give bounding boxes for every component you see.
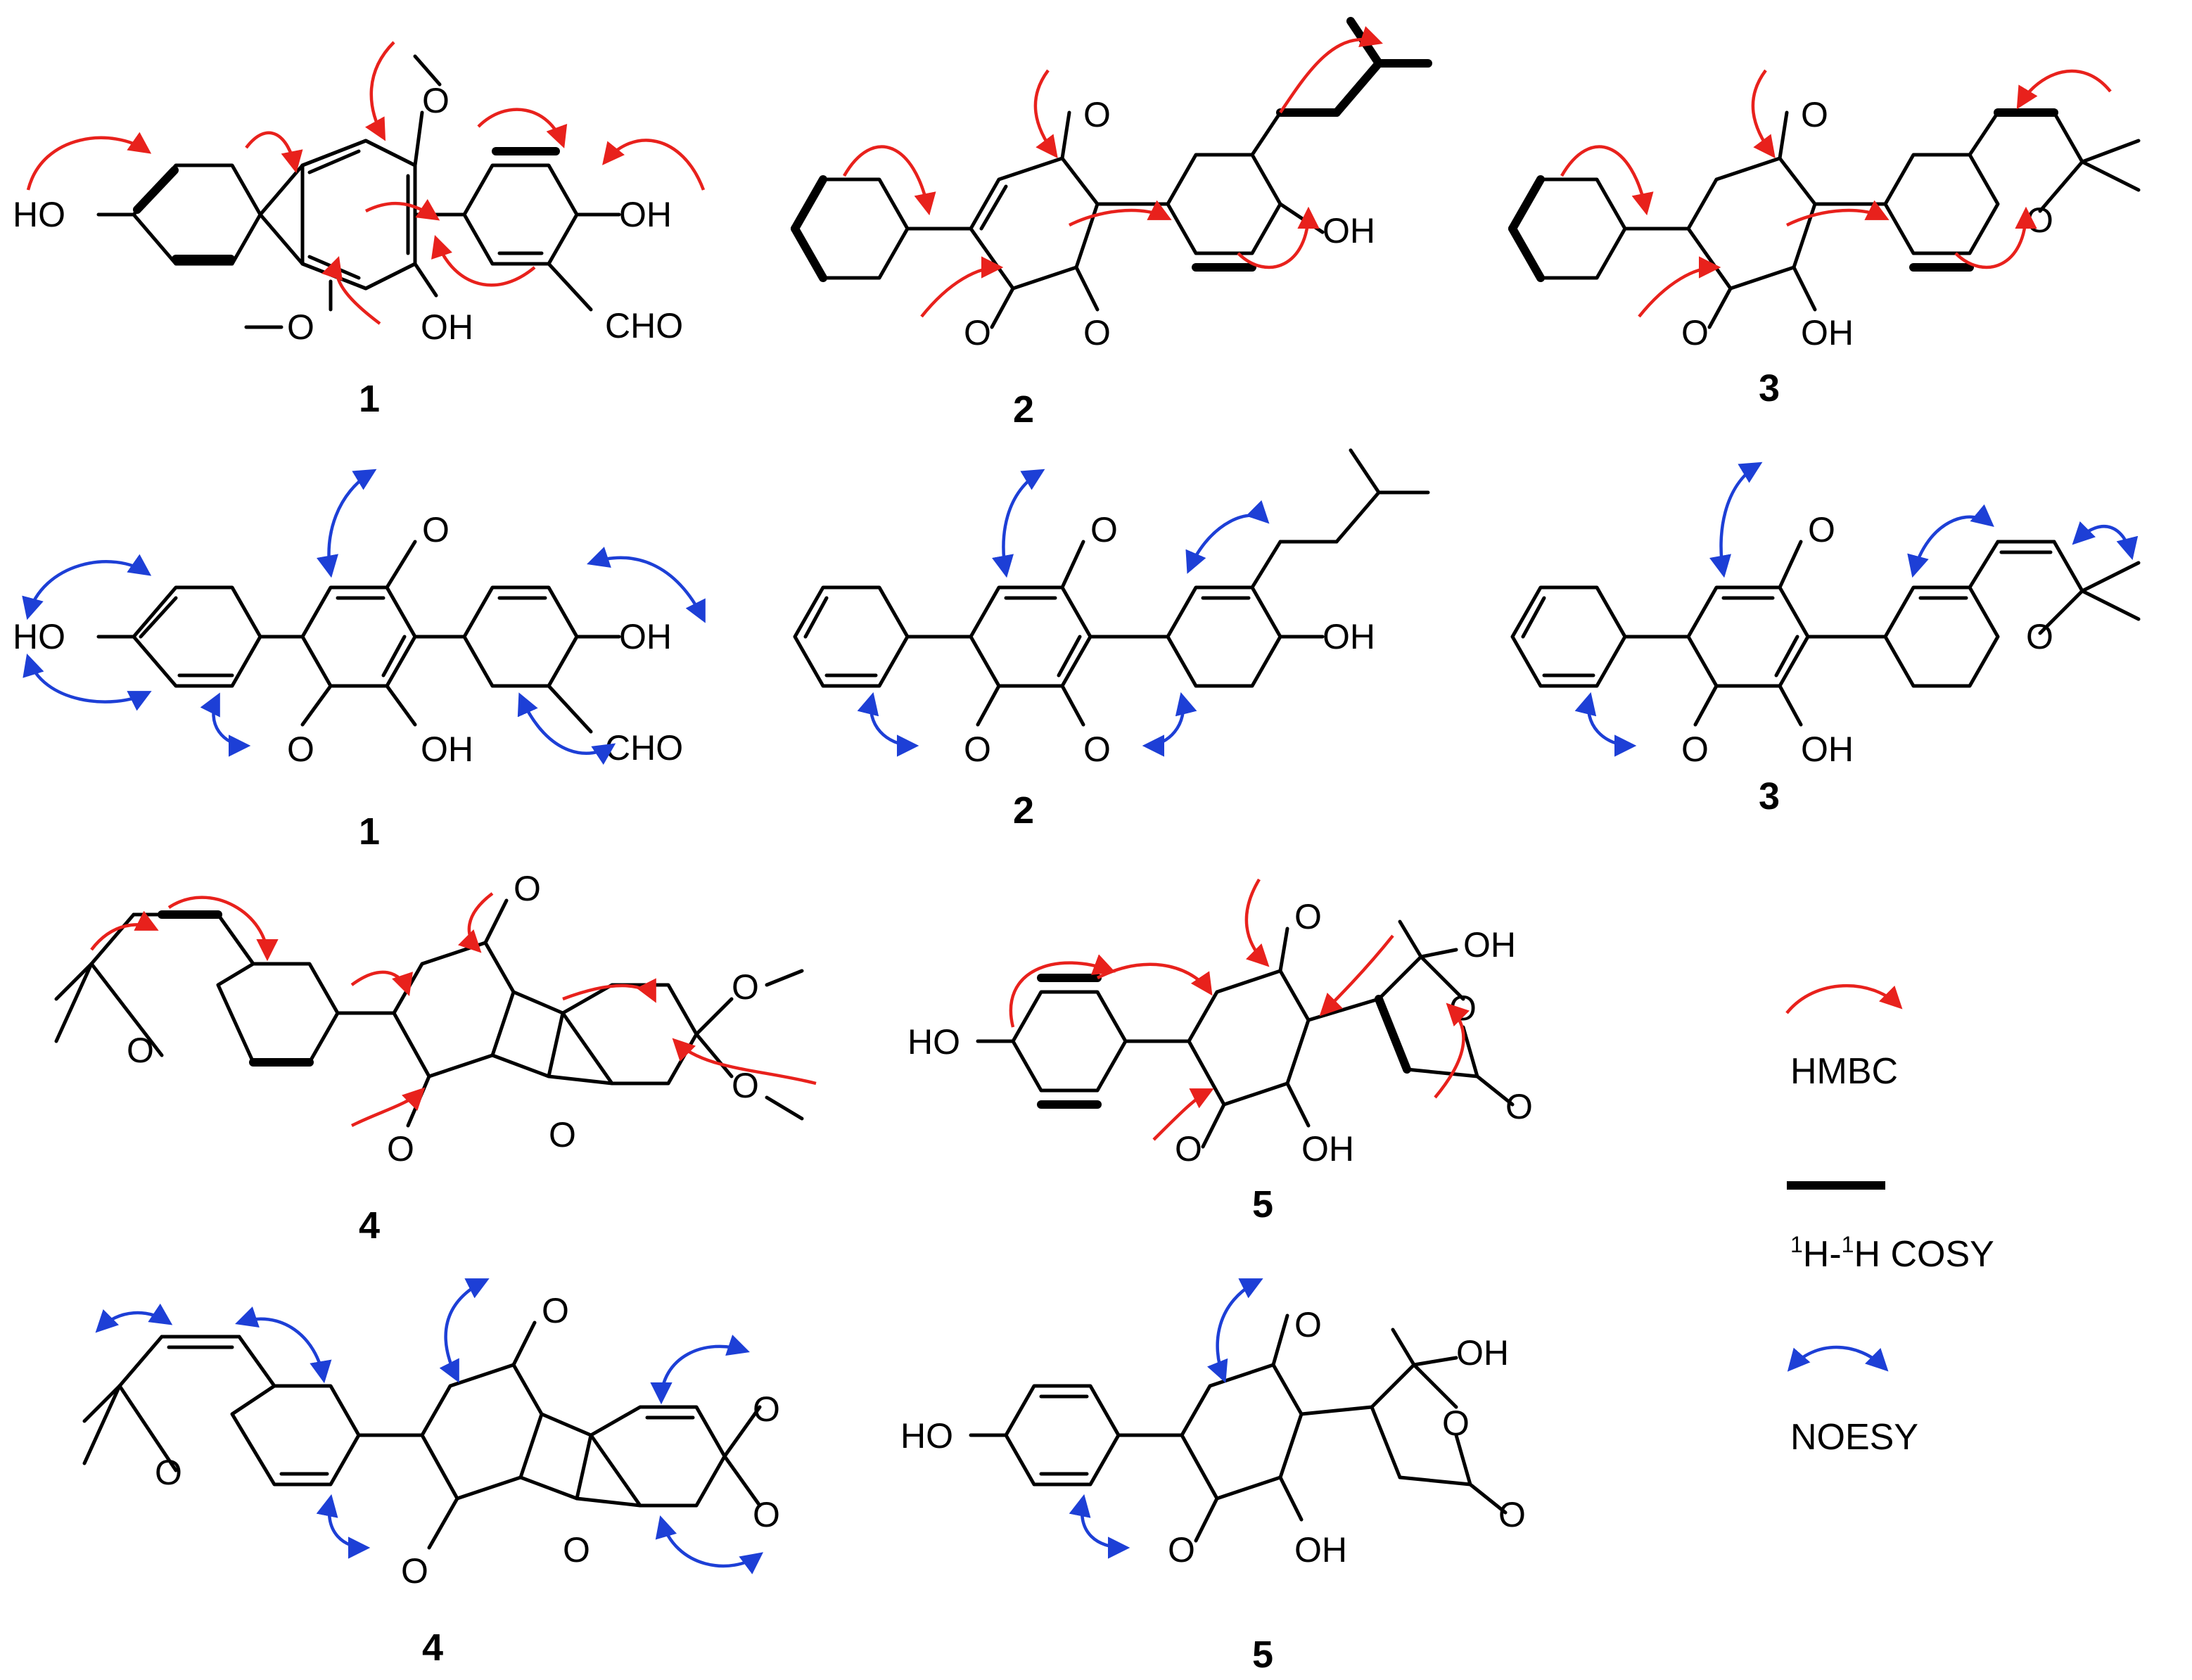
s5b-number: 5: [1252, 1634, 1273, 1676]
s4b-o-top: O: [542, 1291, 569, 1330]
s5a-oh: OH: [1301, 1129, 1354, 1169]
s4b-noesy-arrows: [95, 1278, 764, 1574]
s5b-o-lactone: O: [1442, 1404, 1470, 1443]
s5b-oh: OH: [1294, 1530, 1347, 1570]
s4b-number: 4: [422, 1627, 443, 1669]
s4a-number: 4: [359, 1204, 380, 1247]
s4b-o-left: O: [401, 1551, 428, 1591]
s5a-number: 5: [1252, 1183, 1273, 1226]
s5a-oh-lactone: OH: [1463, 925, 1516, 965]
s4a-hmbc-arrows: [90, 892, 817, 1128]
s5b-ho: HO: [900, 1416, 953, 1456]
s3b-oh: OH: [1801, 730, 1854, 769]
s1b-oh: OH: [421, 730, 473, 769]
structure-3-hmbc: [1508, 108, 2141, 329]
s5a-o-carbonyl: O: [1505, 1087, 1533, 1126]
structure-2-hmbc: [791, 17, 1432, 329]
s1a-oh-right: OH: [619, 195, 672, 234]
s1a-number: 1: [359, 378, 380, 420]
s5b-noesy-arrows: [1069, 1278, 1263, 1559]
s3a-o-left: O: [1681, 313, 1709, 352]
structure-1-noesy: [96, 540, 621, 734]
s3a-hmbc-arrows: [1560, 69, 2112, 318]
s2a-o-top: O: [1083, 95, 1111, 134]
structure-3-noesy: [1510, 540, 2141, 727]
s2a-o-right: O: [1083, 313, 1111, 352]
s3a-oh: OH: [1801, 313, 1854, 352]
s3b-o-left: O: [1681, 730, 1709, 769]
s2a-oh: OH: [1323, 211, 1375, 250]
s2b-o-right: O: [1083, 730, 1111, 769]
s3b-noesy-arrows: [1574, 462, 2139, 757]
s1b-cho: CHO: [605, 728, 683, 768]
s4a-o-furan: O: [549, 1115, 576, 1154]
s2b-number: 2: [1013, 789, 1034, 832]
s5b-o-left: O: [1168, 1530, 1195, 1570]
structure-2-noesy: [793, 448, 1430, 727]
s5b-o-top: O: [1294, 1305, 1322, 1344]
legend-hmbc-label: HMBC: [1790, 1051, 1898, 1092]
s5b-o-carbonyl: O: [1498, 1495, 1526, 1534]
s2a-hmbc-arrows: [843, 26, 1383, 318]
s4b-o-r1: O: [753, 1389, 780, 1429]
s2b-noesy-arrows: [857, 469, 1270, 757]
s5b-oh-lactone: OH: [1456, 1333, 1509, 1373]
structure-1-hmbc: [96, 54, 621, 329]
legend-noesy-arrow: [1787, 1345, 1889, 1372]
s2b-o-top: O: [1090, 510, 1118, 549]
s2b-o-left: O: [964, 730, 991, 769]
s3a-number: 3: [1759, 367, 1780, 409]
s3a-o-ring: O: [2026, 201, 2053, 240]
s2b-oh: OH: [1323, 617, 1375, 656]
s2a-o-left: O: [964, 313, 991, 352]
s4a-o-ring: O: [127, 1031, 154, 1070]
legend: HMBC 1H-1H COSY NOESY: [1785, 984, 1994, 1458]
s1a-ho: HO: [13, 195, 65, 234]
s1b-ho: HO: [13, 617, 65, 656]
s4b-o-furan: O: [563, 1530, 590, 1570]
s1a-hmbc-arrows: [26, 41, 706, 325]
s1b-oh-right: OH: [619, 617, 672, 656]
s1a-o-top: O: [422, 81, 450, 120]
structure-4-hmbc: [54, 898, 804, 1128]
s3b-number: 3: [1759, 775, 1780, 817]
s3b-o-ring: O: [2026, 617, 2053, 656]
s5a-hmbc-arrows: [1009, 878, 1470, 1141]
s4a-o-top: O: [514, 869, 541, 908]
s1a-cho: CHO: [605, 306, 683, 345]
s5a-o-top: O: [1294, 897, 1322, 936]
s4a-o-r1: O: [732, 967, 759, 1007]
s4b-o-r2: O: [753, 1495, 780, 1534]
s1a-o-bottom: O: [287, 307, 314, 347]
s5a-o-left: O: [1175, 1129, 1202, 1169]
s5a-ho: HO: [907, 1022, 960, 1062]
s4a-o-left: O: [387, 1129, 414, 1169]
legend-noesy-label: NOESY: [1790, 1417, 1918, 1458]
s3b-o-top: O: [1808, 510, 1835, 549]
s1a-oh: OH: [421, 307, 473, 347]
s1b-noesy-arrows: [22, 469, 706, 765]
s1b-o-bottom: O: [287, 730, 314, 769]
structure-5-hmbc: [976, 919, 1515, 1149]
legend-cosy-label: 1H-1H COSY: [1790, 1232, 1994, 1275]
s2a-number: 2: [1013, 388, 1034, 431]
s3a-o-top: O: [1801, 95, 1828, 134]
structure-5-noesy: [969, 1313, 1508, 1543]
legend-hmbc-arrow: [1785, 984, 1903, 1014]
s4b-o-ring: O: [155, 1453, 182, 1492]
s1b-o-top: O: [422, 510, 450, 549]
structure-4-noesy: [82, 1321, 762, 1550]
s1b-number: 1: [359, 810, 380, 853]
